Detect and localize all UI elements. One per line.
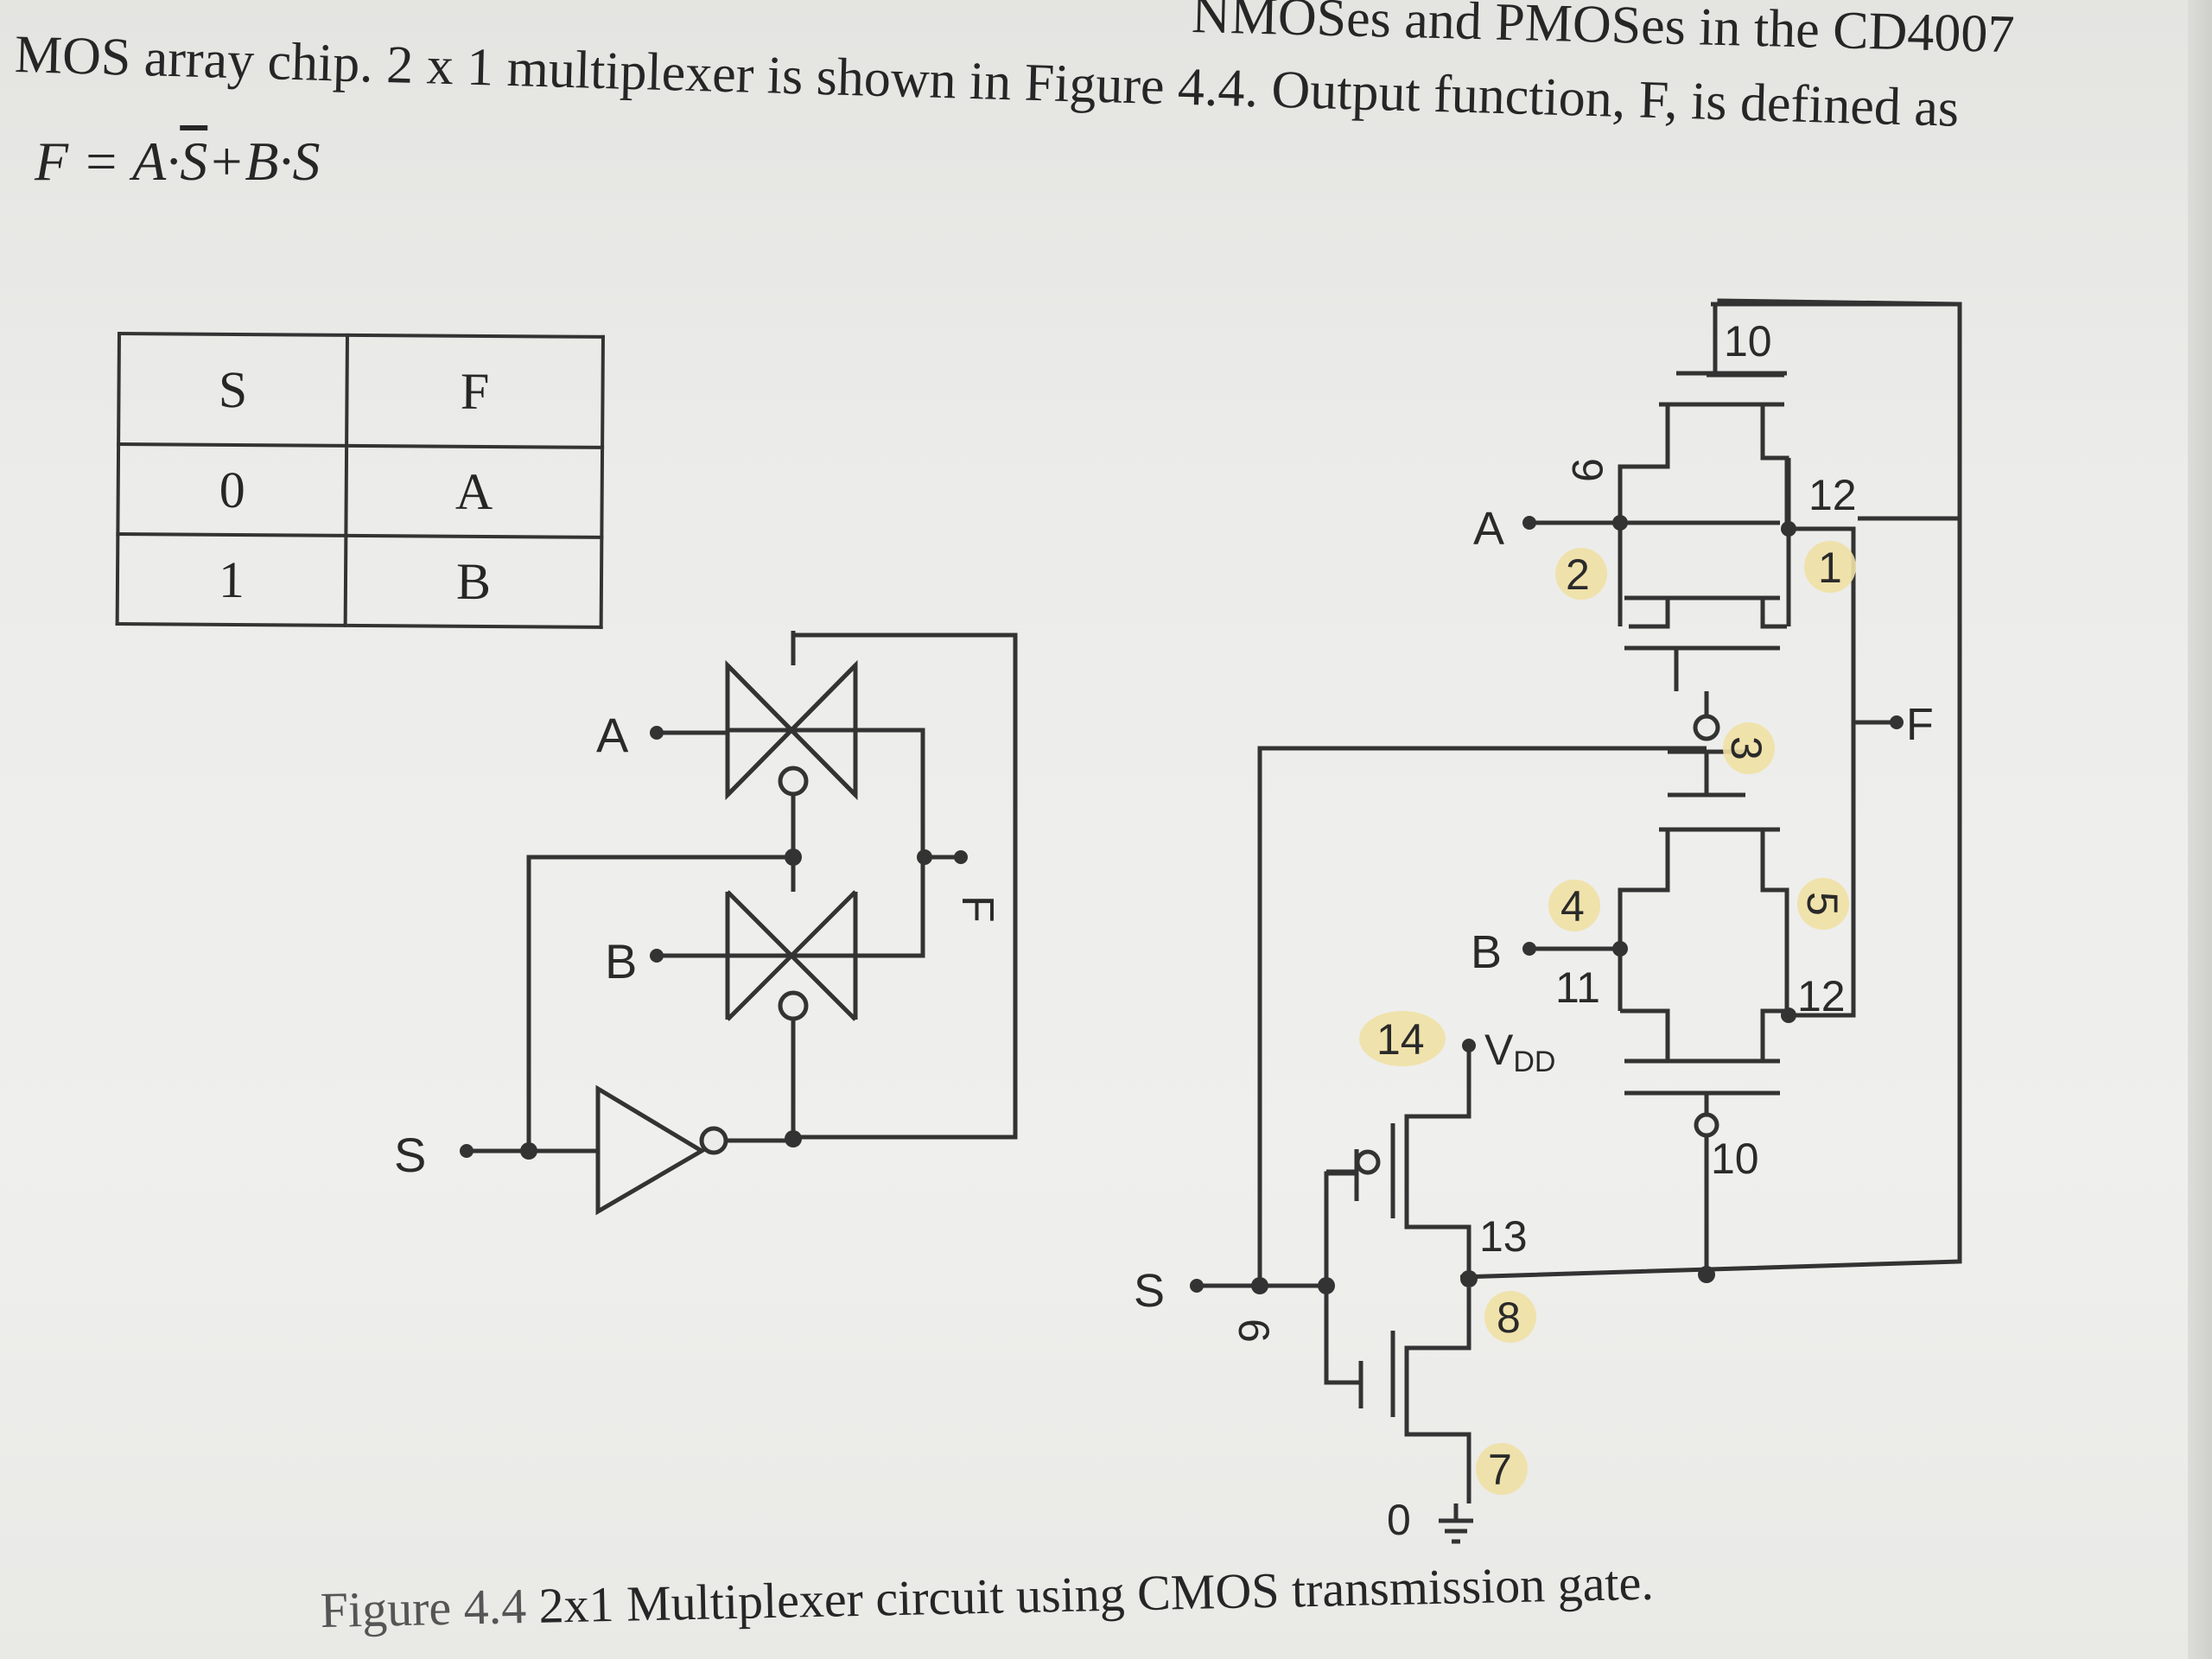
formula-s-bar: S xyxy=(180,130,208,192)
pin-9: 9 xyxy=(1563,458,1611,482)
caption-figure-number: Figure 4.4 xyxy=(320,1578,527,1638)
output-formula: F = A·S+B·S xyxy=(35,130,321,194)
pin-2: 2 xyxy=(1566,550,1590,599)
page-edge xyxy=(2188,0,2212,1659)
pin-3: 3 xyxy=(1722,736,1770,760)
transmission-gate-b xyxy=(725,890,858,1021)
vdd-subscript: DD xyxy=(1513,1046,1555,1078)
pin-6: 6 xyxy=(1230,1319,1278,1343)
cmos-schematic xyxy=(1197,298,1962,1544)
vdd-main: V xyxy=(1484,1026,1514,1074)
pin-11: 11 xyxy=(1555,963,1600,1012)
formula-lhs: F = A· xyxy=(35,130,181,192)
tg-output-label: F xyxy=(952,895,1002,923)
cmos-output-label: F xyxy=(1906,700,1934,750)
pin-8: 8 xyxy=(1497,1294,1521,1342)
pin-13: 13 xyxy=(1479,1212,1528,1261)
pin-4: 4 xyxy=(1560,882,1585,931)
tg-junction-dots xyxy=(460,726,968,1160)
cmos-junction-dots xyxy=(1190,515,1904,1294)
pin-14: 14 xyxy=(1376,1015,1425,1064)
tg-input-a-label: A xyxy=(596,708,629,762)
transmission-gate-schematic xyxy=(467,631,1018,1216)
tg-select-label: S xyxy=(394,1128,426,1182)
pin-10-top: 10 xyxy=(1724,317,1772,365)
transmission-gate-a xyxy=(725,631,858,801)
pin-12-top: 12 xyxy=(1808,471,1857,519)
pin-1: 1 xyxy=(1818,543,1842,592)
cmos-select-label: S xyxy=(1134,1265,1165,1317)
tg-input-b-label: B xyxy=(605,934,637,988)
ground-label: 0 xyxy=(1387,1496,1411,1544)
pin-5: 5 xyxy=(1798,892,1847,916)
vdd-label: VDD xyxy=(1484,1026,1555,1078)
cmos-input-a-label: A xyxy=(1473,503,1504,555)
formula-rhs: +B·S xyxy=(207,130,321,192)
pin-12-bottom: 12 xyxy=(1797,972,1846,1020)
pin-7: 7 xyxy=(1488,1446,1512,1494)
pin-10-bottom: 10 xyxy=(1711,1135,1759,1183)
pin-highlights xyxy=(1359,541,1856,1495)
cmos-input-b-label: B xyxy=(1471,926,1502,978)
